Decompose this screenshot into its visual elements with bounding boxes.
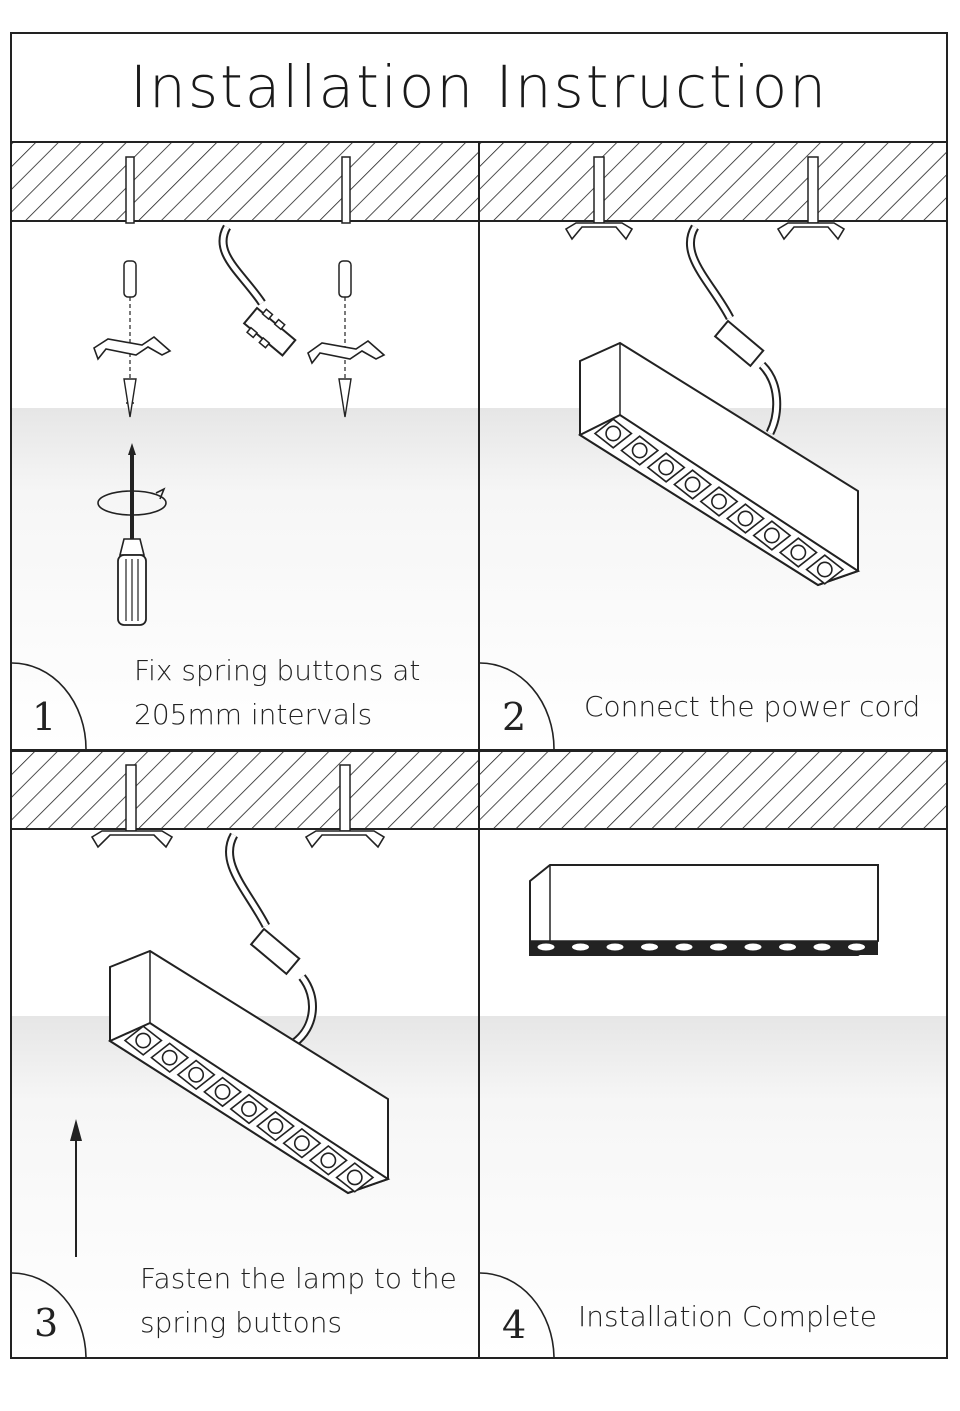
led-lens	[778, 942, 797, 952]
led-lens	[293, 1135, 310, 1152]
led-lens	[188, 1066, 205, 1083]
led-lens	[763, 527, 780, 544]
step-4-number: 4	[502, 1303, 527, 1347]
step-2-panel: 2 Connect the power cord	[480, 143, 946, 749]
step-3-number: 3	[34, 1301, 59, 1345]
step-1-panel: 1 Fix spring buttons at 205mm intervals	[12, 143, 478, 749]
step-4-text: Installation Complete	[578, 1300, 877, 1333]
led-lens	[605, 425, 622, 442]
led-lens	[605, 942, 625, 952]
step-3-panel: 3 Fasten the lamp to the spring buttons	[12, 751, 478, 1357]
led-lens	[816, 561, 833, 578]
led-lens	[737, 510, 754, 527]
step-4-panel: 4 Installation Complete	[480, 751, 946, 1357]
step-2-text: Connect the power cord	[584, 690, 921, 723]
page-title: Installation Instruction	[129, 53, 829, 121]
led-lens	[346, 1169, 363, 1186]
led-lens	[711, 493, 727, 510]
led-lens	[640, 942, 659, 952]
step-2-number: 2	[502, 695, 527, 739]
led-lens	[812, 942, 832, 952]
led-lens	[658, 459, 675, 476]
led-lens	[214, 1083, 231, 1100]
row-divider	[10, 749, 948, 751]
led-lens	[674, 942, 694, 952]
led-lens	[536, 942, 556, 952]
step-3-text-line2: spring buttons	[140, 1306, 343, 1339]
step-3-illustration	[12, 751, 478, 1357]
led-lens	[709, 942, 728, 952]
led-lens	[241, 1101, 257, 1117]
led-lens	[161, 1049, 178, 1066]
led-lens	[571, 942, 590, 952]
step-1-text-line1: Fix spring buttons at	[134, 654, 421, 687]
led-lens	[267, 1118, 284, 1135]
led-lens	[743, 942, 763, 952]
led-lens	[790, 544, 807, 561]
step-3-text-line1: Fasten the lamp to the	[140, 1262, 457, 1295]
led-lens	[684, 476, 701, 493]
step-1-number: 1	[32, 695, 57, 739]
step-4-illustration	[480, 751, 946, 1357]
step-2-illustration	[480, 143, 946, 749]
led-lens	[631, 442, 648, 459]
led-lens	[320, 1152, 337, 1169]
led-lens	[847, 942, 866, 952]
led-lens	[135, 1032, 152, 1049]
step-1-text-line2: 205mm intervals	[134, 698, 373, 731]
step-1-illustration	[12, 143, 478, 749]
